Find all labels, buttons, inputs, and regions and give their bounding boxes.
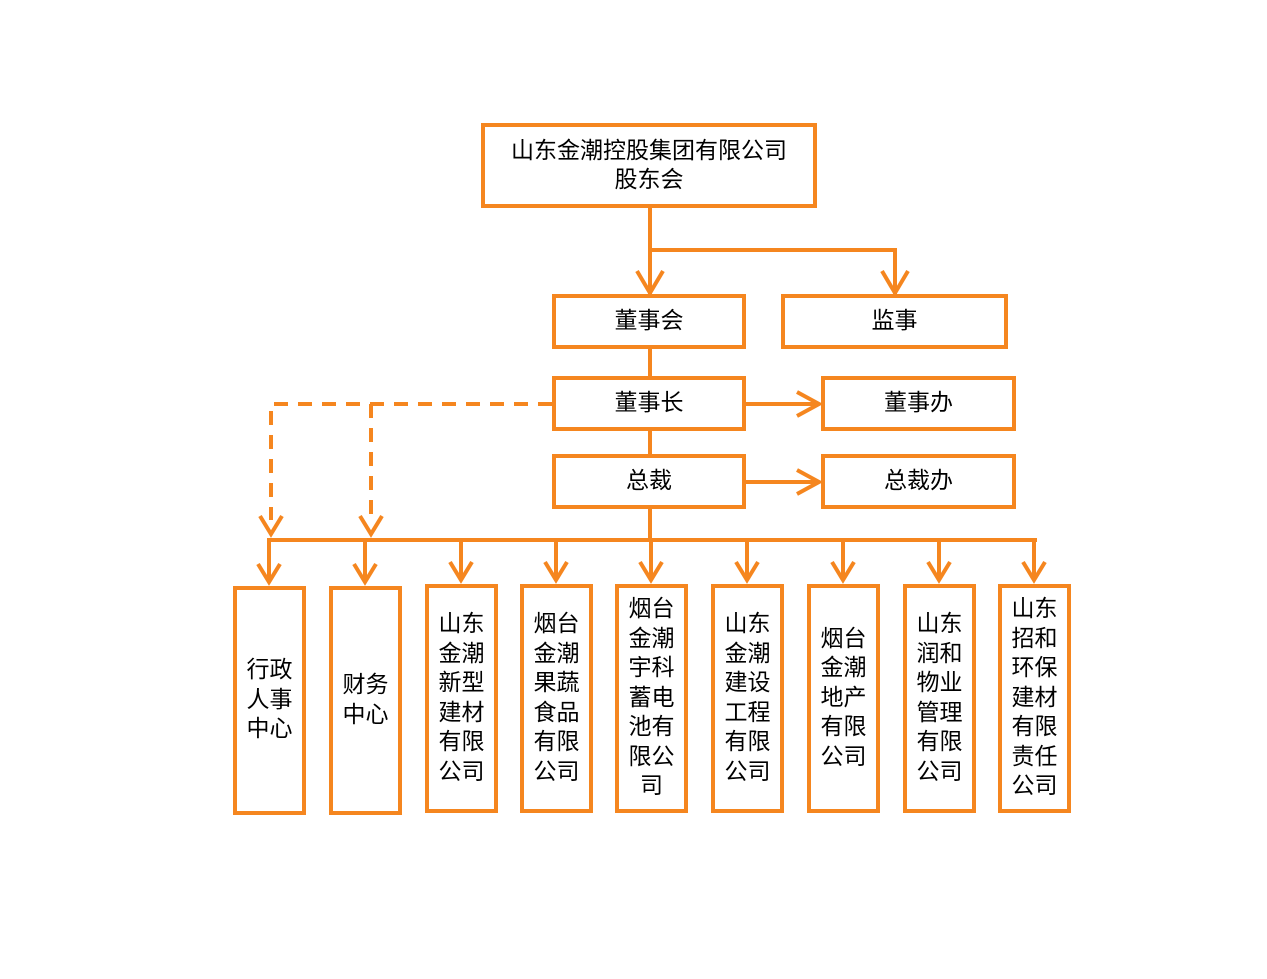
dashed-link-chairman — [269, 402, 552, 520]
department-node-9[interactable]: 山东招和环保建材有限责任公司 — [998, 584, 1071, 813]
arrowhead-department-4 — [543, 560, 569, 584]
arrowhead-department-1 — [256, 562, 282, 586]
chairman-label: 董事长 — [614, 390, 684, 416]
department-node-1[interactable]: 行政人事中心 — [233, 586, 306, 815]
supervisor-label: 监事 — [871, 308, 918, 334]
department-label: 财务中心 — [342, 672, 389, 728]
president-office-node[interactable]: 总裁办 — [821, 454, 1016, 509]
department-node-3[interactable]: 山东金潮新型建材有限公司 — [425, 584, 498, 813]
department-label: 山东金潮新型建材有限公司 — [438, 611, 485, 785]
president-node[interactable]: 总裁 — [552, 454, 746, 509]
arrowhead-department-6 — [734, 560, 760, 584]
department-label: 烟台金潮果蔬食品有限公司 — [533, 611, 580, 785]
shareholders-node[interactable]: 山东金潮控股集团有限公司 股东会 — [481, 123, 817, 208]
dashed-arrowhead-admin — [258, 514, 284, 538]
arrowhead-supervisor — [880, 269, 910, 297]
arrowhead-department-3 — [448, 560, 474, 584]
arrowhead-department-9 — [1021, 560, 1047, 584]
arrowhead-chairman-office — [796, 390, 824, 418]
arrowhead-department-5 — [638, 560, 664, 584]
chairman-office-node[interactable]: 董事办 — [821, 376, 1016, 431]
department-label: 行政人事中心 — [246, 657, 293, 743]
department-node-7[interactable]: 烟台金潮地产有限公司 — [807, 584, 880, 813]
arrowhead-department-8 — [926, 560, 952, 584]
president-label: 总裁 — [626, 468, 672, 494]
chairman-office-label: 董事办 — [884, 390, 953, 416]
department-label: 烟台金潮宇科蓄电池有限公司 — [628, 596, 675, 800]
arrowhead-department-7 — [830, 560, 856, 584]
shareholders-company-name: 山东金潮控股集团有限公司 — [511, 137, 787, 164]
dashed-arrowhead-finance — [358, 514, 384, 538]
chairman-node[interactable]: 董事长 — [552, 376, 746, 431]
department-label: 山东润和物业管理有限公司 — [916, 611, 963, 785]
department-label: 山东招和环保建材有限责任公司 — [1011, 596, 1058, 800]
supervisor-node[interactable]: 监事 — [781, 294, 1008, 349]
shareholders-title: 股东会 — [614, 166, 684, 193]
department-node-6[interactable]: 山东金潮建设工程有限公司 — [711, 584, 784, 813]
department-label: 山东金潮建设工程有限公司 — [724, 611, 771, 785]
president-office-label: 总裁办 — [884, 468, 953, 494]
department-label: 烟台金潮地产有限公司 — [820, 625, 867, 770]
arrowhead-board — [635, 269, 665, 297]
department-node-4[interactable]: 烟台金潮果蔬食品有限公司 — [520, 584, 593, 813]
department-node-8[interactable]: 山东润和物业管理有限公司 — [903, 584, 976, 813]
board-label: 董事会 — [614, 308, 684, 334]
board-node[interactable]: 董事会 — [552, 294, 746, 349]
department-node-2[interactable]: 财务中心 — [329, 586, 402, 815]
arrowhead-department-2 — [352, 562, 378, 586]
department-node-5[interactable]: 烟台金潮宇科蓄电池有限公司 — [615, 584, 688, 813]
arrowhead-president-office — [796, 468, 824, 496]
